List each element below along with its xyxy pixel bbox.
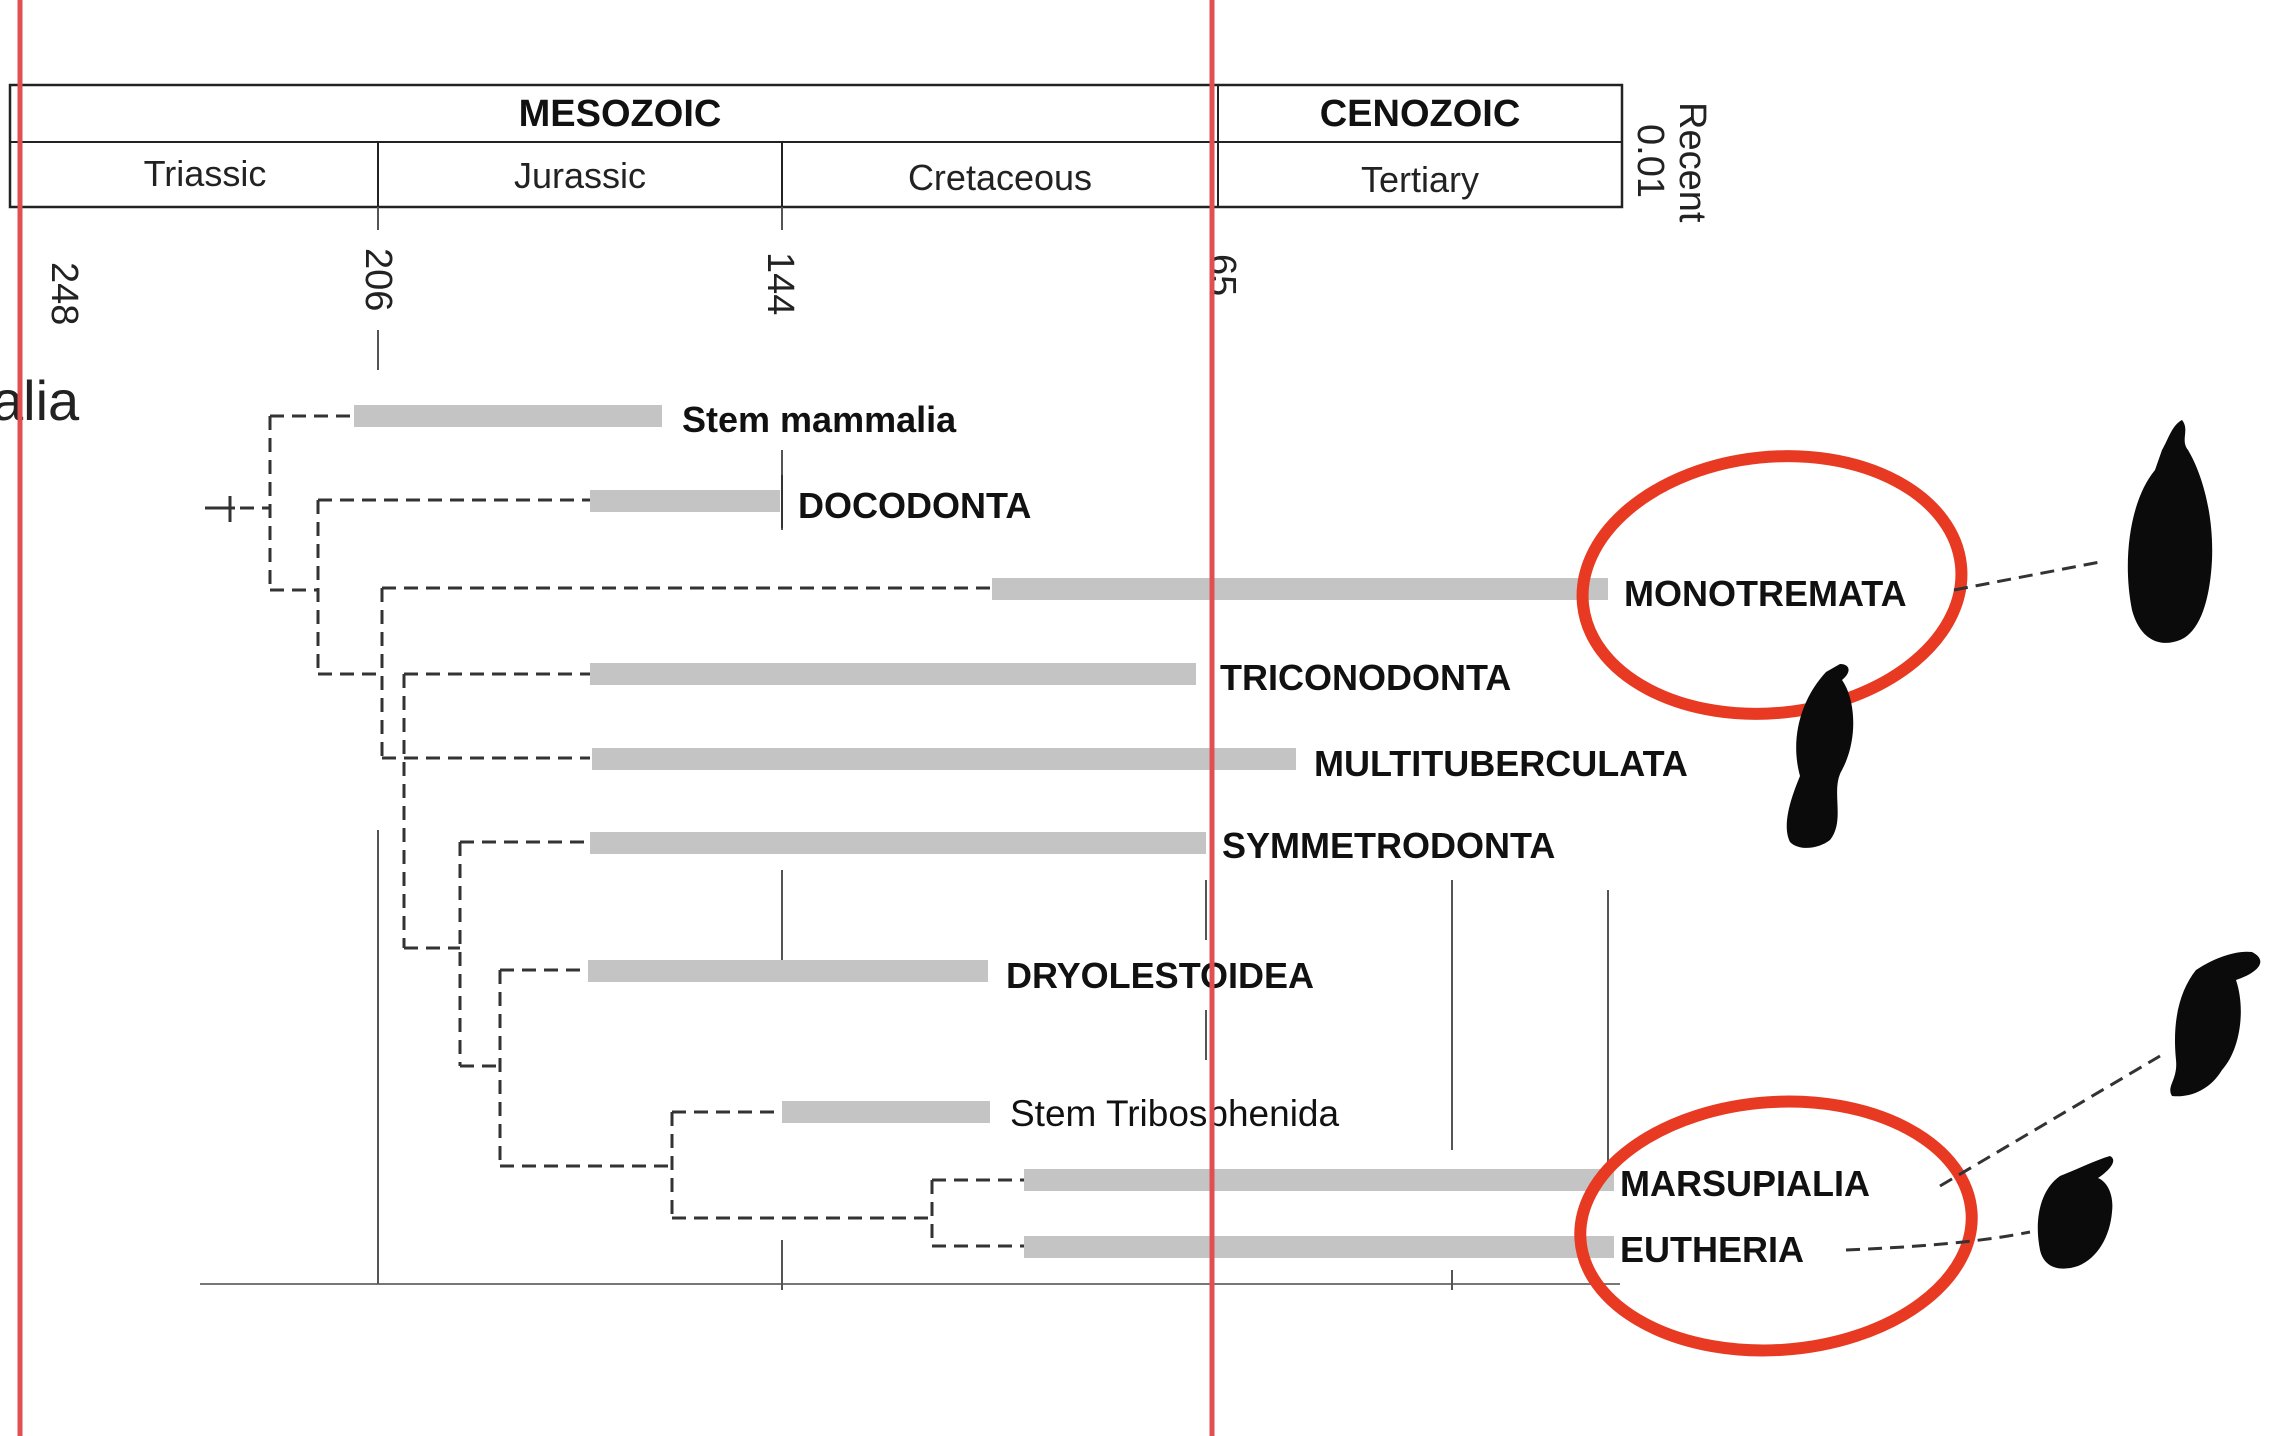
reference-lines xyxy=(200,450,1620,1290)
platypus-silhouette-icon xyxy=(2128,420,2212,643)
opossum-body xyxy=(2170,952,2260,1097)
label-marsupialia: MARSUPIALIA xyxy=(1620,1163,1870,1204)
label-docodonta: DOCODONTA xyxy=(798,485,1031,526)
recent-label: Recent xyxy=(1671,102,1713,223)
connector-monotremata xyxy=(1954,562,2100,590)
bar-eutheria xyxy=(1024,1236,1614,1258)
bar-symmetrodonta xyxy=(590,832,1206,854)
period-tertiary: Tertiary xyxy=(1361,159,1479,200)
recent-value: 0.01 xyxy=(1629,124,1671,198)
platypus-body xyxy=(2128,420,2212,643)
bar-marsupialia xyxy=(1024,1169,1614,1191)
label-stem-tribosphenida: Stem Tribosphenida xyxy=(1010,1093,1340,1134)
bar-docodonta xyxy=(590,490,780,512)
cat-body xyxy=(2038,1156,2113,1269)
period-cretaceous: Cretaceous xyxy=(908,157,1092,198)
label-stem-mammalia: Stem mammalia xyxy=(682,399,957,440)
label-dryolestoidea: DRYOLESTOIDEA xyxy=(1006,955,1314,996)
tick-206: 206 xyxy=(357,248,399,311)
period-jurassic: Jurassic xyxy=(514,155,646,196)
period-triassic: Triassic xyxy=(144,153,267,194)
multituberculate-body xyxy=(1787,664,1854,848)
bar-monotremata xyxy=(992,578,1608,600)
bar-stem-tribosphenida xyxy=(782,1101,990,1123)
branch-node-7 xyxy=(672,1112,932,1218)
highlight-circle-therians xyxy=(1572,1089,1980,1364)
label-triconodonta: TRICONODONTA xyxy=(1220,657,1511,698)
bar-triconodonta xyxy=(590,663,1196,685)
label-symmetrodonta: SYMMETRODONTA xyxy=(1222,825,1555,866)
cat-silhouette-icon xyxy=(2038,1156,2113,1269)
era-cenozoic: CENOZOIC xyxy=(1320,93,1521,135)
label-eutheria: EUTHERIA xyxy=(1620,1229,1804,1270)
branch-node-5 xyxy=(404,842,590,1066)
label-monotremata: MONOTREMATA xyxy=(1624,573,1907,614)
tick-144: 144 xyxy=(759,252,801,315)
branch-node-4 xyxy=(382,674,590,948)
opossum-silhouette-icon xyxy=(2170,952,2260,1097)
bar-dryolestoidea xyxy=(588,960,988,982)
silhouette-connectors xyxy=(1846,562,2160,1250)
bar-stem-mammalia xyxy=(354,405,662,427)
label-multituberculata: MULTITUBERCULATA xyxy=(1314,743,1688,784)
red-marker-lines xyxy=(20,0,1212,1436)
timescale-table: MESOZOIC CENOZOIC Triassic Jurassic Cret… xyxy=(10,85,1713,370)
branch-node-8 xyxy=(932,1180,1024,1246)
fragment-label: alia xyxy=(0,369,80,432)
era-mesozoic: MESOZOIC xyxy=(519,93,722,135)
bar-multituberculata xyxy=(592,748,1296,770)
branch-node-6 xyxy=(500,970,672,1166)
multituberculate-silhouette-icon xyxy=(1787,664,1854,848)
connector-eutheria xyxy=(1846,1232,2030,1250)
branch-node-1 xyxy=(270,416,354,590)
connector-marsupialia xyxy=(1940,1056,2160,1186)
tick-248: 248 xyxy=(43,262,85,325)
tick-65: 65 xyxy=(1201,254,1243,296)
